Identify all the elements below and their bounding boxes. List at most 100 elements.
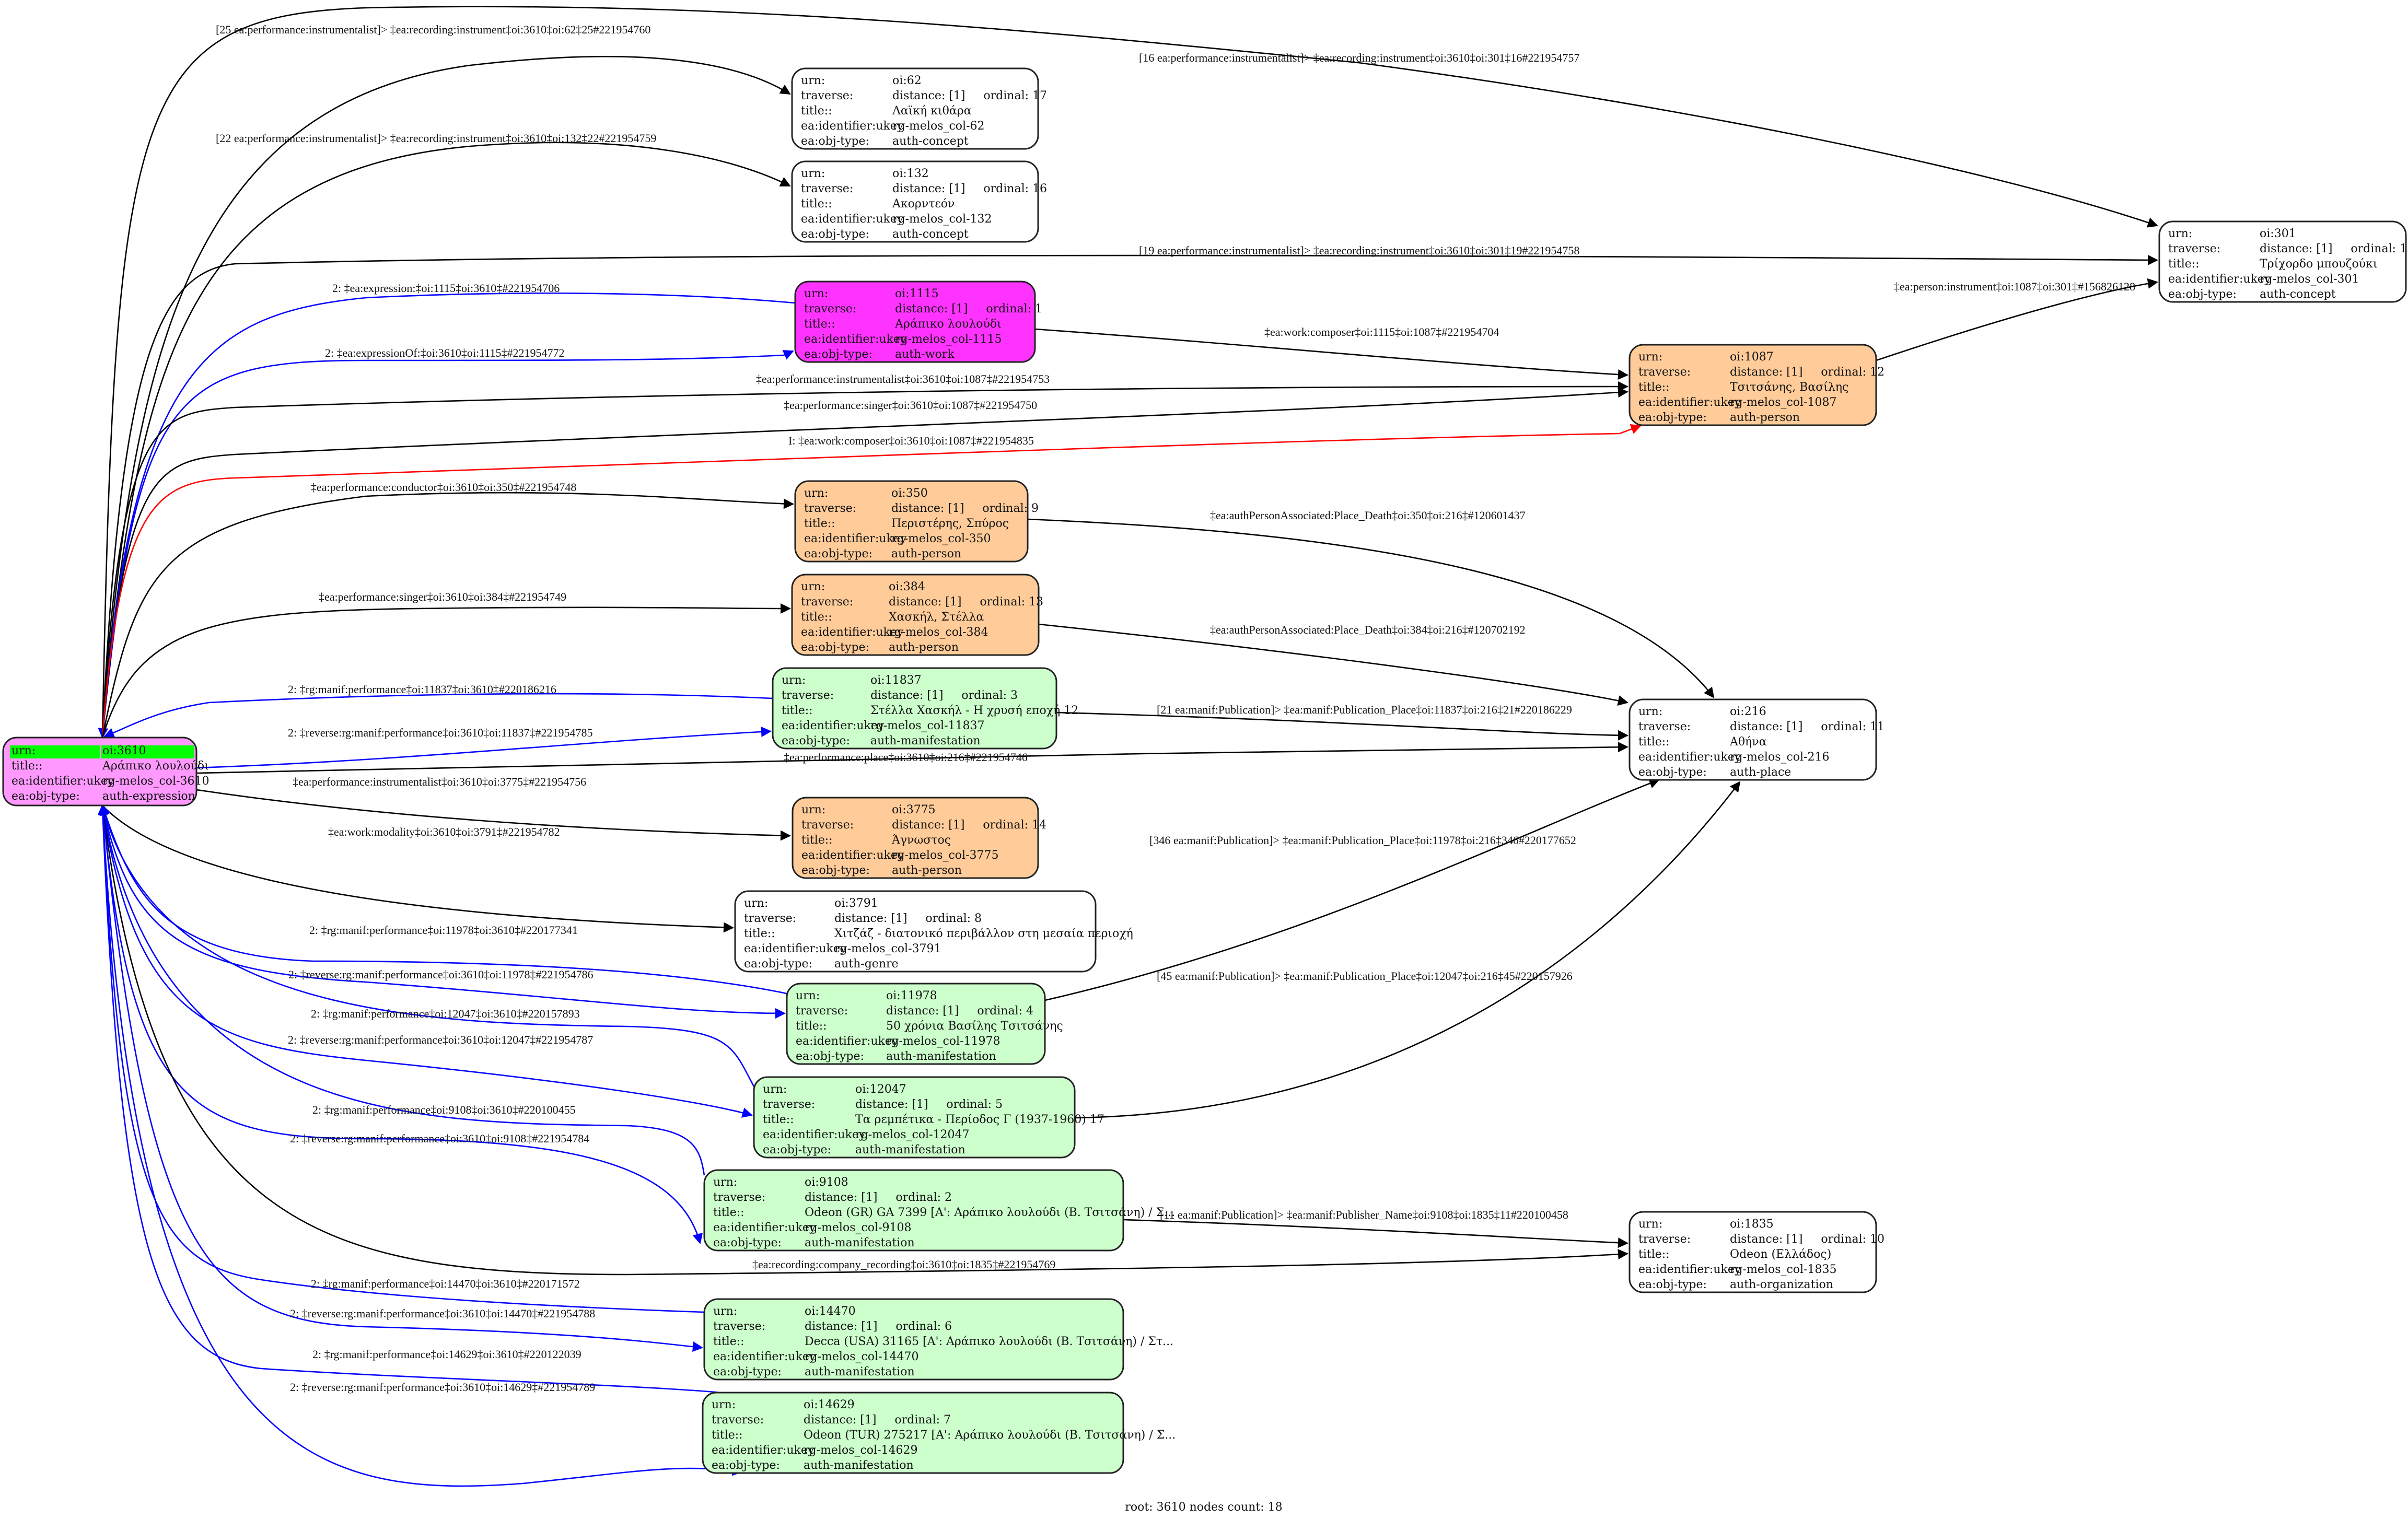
field-label-type: ea:obj-type: [804, 547, 873, 560]
edge-3610-to-384 [101, 603, 791, 738]
field-label-title: title:: [1638, 381, 1670, 394]
field-value-ukey: rg-melos_col-3791 [834, 942, 941, 955]
field-label-traverse: traverse: [804, 502, 856, 515]
node-box [792, 797, 1039, 879]
field-value-urn: oi:350 [891, 487, 928, 500]
node-box [703, 1169, 1124, 1252]
field-value-title: Decca (USA) 31165 [A': Αράπικο λουλούδι … [805, 1335, 1173, 1348]
edge-9108-to-3610 [99, 804, 705, 1176]
field-label-urn: urn: [804, 287, 828, 300]
field-label-type: ea:obj-type: [11, 790, 80, 803]
field-value-title: Τρίχορδο μπουζούκι [2260, 258, 2378, 271]
edge-384-to-216 [1038, 623, 1628, 706]
field-value-ukey: rg-melos_col-132 [892, 213, 992, 226]
node-box [734, 890, 1097, 973]
edge-label: 2: ‡rg:manif:performance‡oi:9108‡oi:3610… [312, 1103, 576, 1116]
edge-14470-to-3610 [97, 804, 705, 1313]
field-label-urn: urn: [11, 744, 36, 757]
field-value-traverse: distance: [1] ordinal: 10 [1730, 1233, 1884, 1246]
edge-1115-to-1087 [1034, 328, 1628, 380]
node-box [2158, 220, 2407, 303]
node-box [794, 281, 1036, 363]
field-value-traverse: distance: [1] ordinal: 9 [891, 502, 1039, 515]
field-value-urn: oi:62 [892, 74, 922, 87]
field-label-title: title:: [1638, 735, 1670, 749]
field-value-traverse: distance: [1] ordinal: 3 [870, 689, 1018, 702]
field-label-title: title:: [801, 104, 832, 118]
field-value-ukey: rg-melos_col-1835 [1730, 1263, 1837, 1276]
edge-label: ‡ea:authPersonAssociated:Place_Death‡oi:… [1210, 623, 1526, 636]
field-value-ukey: rg-melos_col-3610 [102, 775, 210, 788]
field-label-ukey: ea:identifier:ukey [713, 1350, 816, 1363]
field-label-ukey: ea:identifier:ukey [804, 333, 907, 346]
field-label-title: title:: [801, 611, 832, 624]
field-value-ukey: rg-melos_col-14629 [804, 1444, 918, 1457]
field-value-urn: oi:1087 [1730, 350, 1774, 364]
field-label-urn: urn: [1638, 350, 1662, 364]
edge-labels-layer: [25 ea:performance:instrumentalist]> ‡ea… [216, 23, 2135, 1394]
field-value-title: Odeon (GR) GA 7399 [A': Αράπικο λουλούδι… [805, 1206, 1175, 1219]
edges-layer [97, 6, 2158, 1487]
urn-highlight [101, 745, 194, 758]
field-value-title: 50 χρόνια Βασίλης Τσιτσάνης [886, 1020, 1063, 1033]
field-label-ukey: ea:identifier:ukey [1638, 751, 1741, 764]
field-label-type: ea:obj-type: [712, 1459, 780, 1472]
field-value-type: auth-manifestation [804, 1459, 914, 1472]
field-label-title: title:: [744, 927, 775, 940]
edge-label: 2: ‡reverse:rg:manif:performance‡oi:3610… [290, 1307, 595, 1320]
field-value-urn: oi:3791 [834, 897, 878, 910]
field-value-ukey: rg-melos_col-11837 [870, 719, 985, 732]
edge-label: [21 ea:manif:Publication]> ‡ea:manif:Pub… [1157, 703, 1572, 716]
field-label-traverse: traverse: [712, 1413, 764, 1427]
field-label-type: ea:obj-type: [1638, 1278, 1707, 1291]
field-value-urn: oi:14629 [804, 1398, 855, 1411]
field-value-urn: oi:1835 [1730, 1218, 1774, 1231]
node-box [794, 480, 1029, 563]
node-box [791, 160, 1039, 243]
edge-label: ‡ea:performance:conductor‡oi:3610‡oi:350… [311, 481, 576, 494]
edge-label: ‡ea:recording:company_recording‡oi:3610‡… [752, 1258, 1055, 1271]
edge-label: ‡ea:performance:singer‡oi:3610‡oi:1087‡#… [784, 399, 1037, 412]
field-value-type: auth-manifestation [886, 1050, 996, 1063]
field-value-urn: oi:384 [889, 580, 925, 593]
field-label-urn: urn: [801, 580, 825, 593]
field-label-type: ea:obj-type: [713, 1236, 782, 1249]
field-value-ukey: rg-melos_col-216 [1730, 751, 1830, 764]
edge-label: ‡ea:authPersonAssociated:Place_Death‡oi:… [1210, 509, 1526, 522]
field-label-type: ea:obj-type: [744, 957, 812, 971]
field-label-ukey: ea:identifier:ukey [763, 1128, 866, 1141]
field-label-urn: urn: [796, 989, 820, 1002]
field-label-ukey: ea:identifier:ukey [1638, 1263, 1741, 1276]
field-value-title: Αθήνα [1729, 735, 1767, 749]
field-value-title: Odeon (Ελλάδος) [1730, 1248, 1831, 1261]
field-label-type: ea:obj-type: [1638, 766, 1707, 779]
field-value-ukey: rg-melos_col-62 [892, 120, 985, 133]
field-value-type: auth-expression [102, 790, 195, 803]
edge-3610-to-301 [101, 6, 2158, 738]
edge-11837-to-216 [1056, 711, 1628, 741]
field-label-traverse: traverse: [801, 182, 853, 195]
field-value-ukey: rg-melos_col-1115 [895, 333, 1002, 346]
edge-11978-to-216 [1044, 778, 1660, 1001]
field-value-title: Χιτζάζ - διατονικό περιβάλλον στη μεσαία… [834, 927, 1133, 940]
edge-3610-to-9108 [101, 805, 703, 1244]
